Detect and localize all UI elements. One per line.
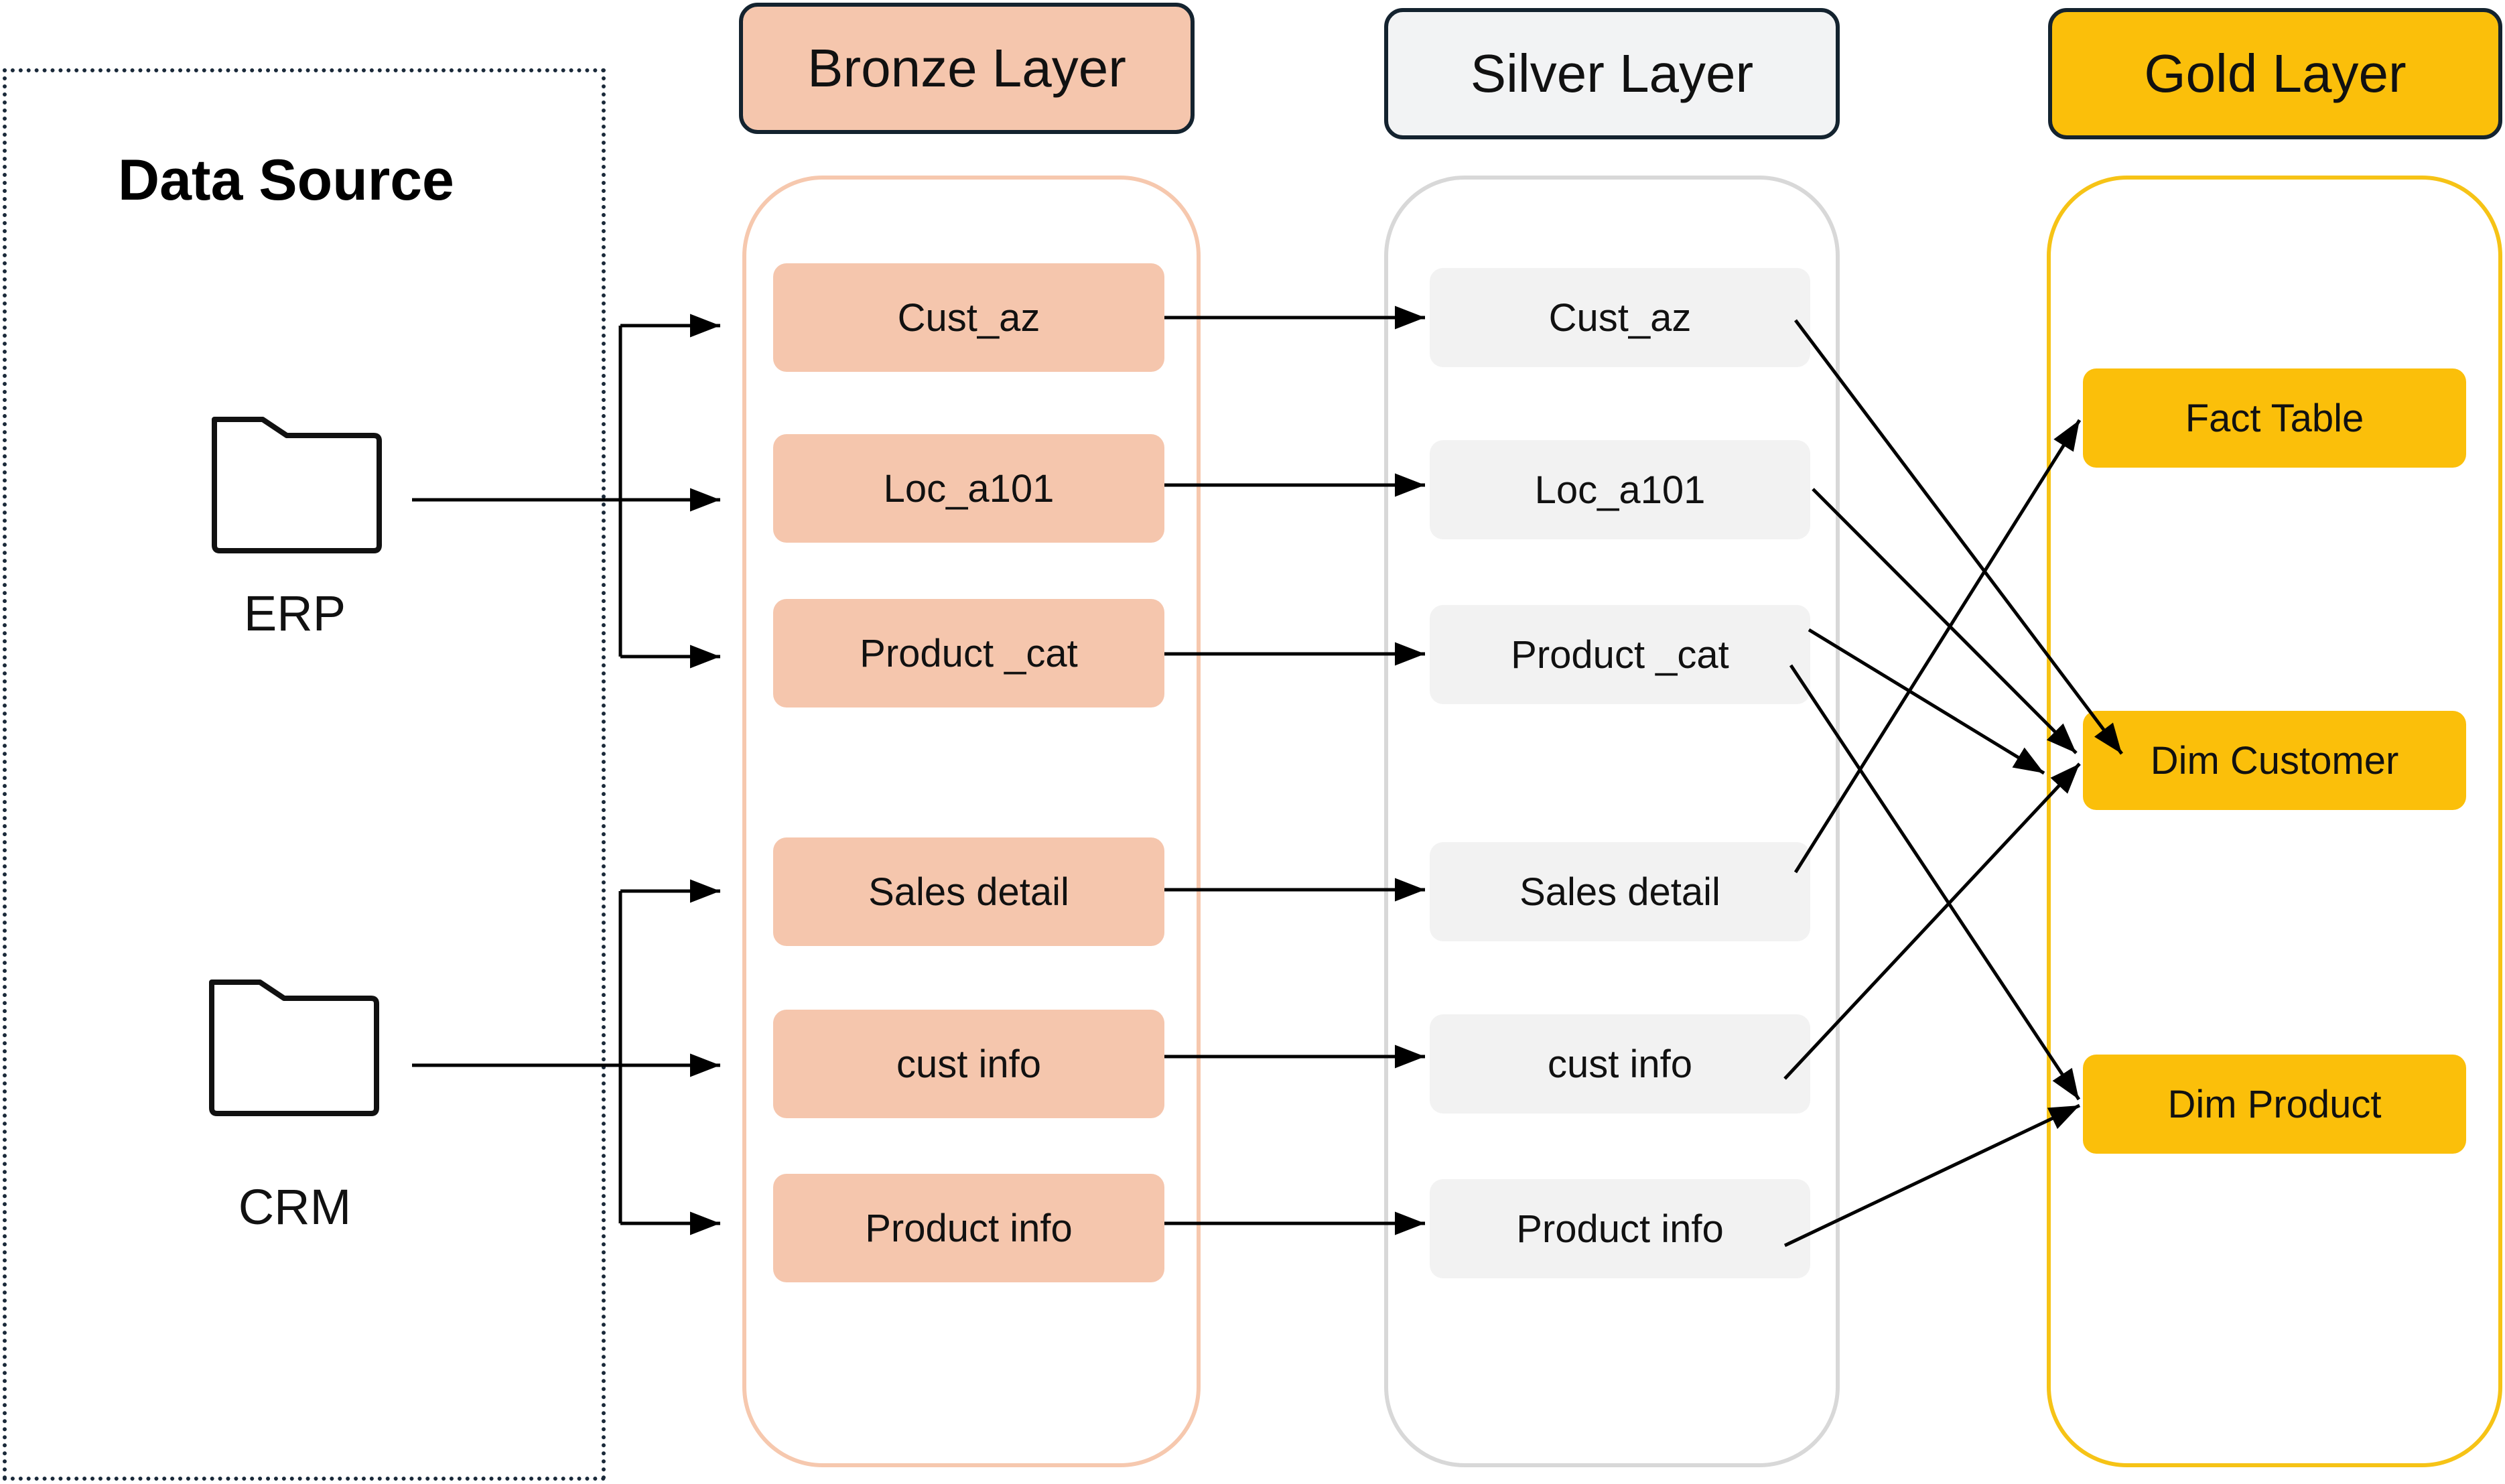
data-source-title: Data Source	[118, 148, 454, 212]
arrow-loc-a101-to-dim-customer	[1812, 488, 2078, 754]
arrow-cust-az-to-dim-customer	[1794, 319, 2123, 755]
silver-table-loc-a101: Loc_a101	[1430, 440, 1810, 539]
bronze-table-loc-a101: Loc_a101	[773, 434, 1164, 543]
folder-icon	[209, 980, 379, 1116]
arrow-product-info-to-dim-product	[1783, 1103, 2081, 1247]
gold-table-dim-product: Dim Product	[2083, 1055, 2466, 1154]
silver-table-product-cat: Product _cat	[1430, 605, 1810, 704]
silver-table-cust-info: cust info	[1430, 1014, 1810, 1114]
bronze-table-sales-detail: Sales detail	[773, 837, 1164, 946]
bronze-layer-header: Bronze Layer	[739, 3, 1195, 134]
silver-layer-header: Silver Layer	[1384, 8, 1840, 139]
silver-table-cust-az: Cust_az	[1430, 268, 1810, 367]
gold-table-dim-customer: Dim Customer	[2083, 711, 2466, 810]
arrow-product-cat-to-dim-customer	[1808, 628, 2045, 775]
bronze-table-product-cat: Product _cat	[773, 599, 1164, 707]
arrow-sales-detail-to-fact-table	[1793, 419, 2082, 874]
bronze-table-cust-info: cust info	[773, 1010, 1164, 1118]
arrow-product-cat-to-dim-product	[1789, 664, 2081, 1101]
silver-table-product-info: Product info	[1430, 1179, 1810, 1278]
gold-layer-header: Gold Layer	[2048, 8, 2502, 139]
data-source-panel	[3, 68, 606, 1481]
source-label-crm: CRM	[238, 1178, 352, 1235]
gold-table-fact-table: Fact Table	[2083, 368, 2466, 468]
bronze-table-cust-az: Cust_az	[773, 263, 1164, 372]
folder-icon	[212, 417, 382, 553]
silver-table-sales-detail: Sales detail	[1430, 842, 1810, 941]
source-label-erp: ERP	[243, 585, 346, 641]
bronze-table-product-info: Product info	[773, 1174, 1164, 1282]
arrow-cust-info-to-dim-customer	[1783, 762, 2081, 1080]
